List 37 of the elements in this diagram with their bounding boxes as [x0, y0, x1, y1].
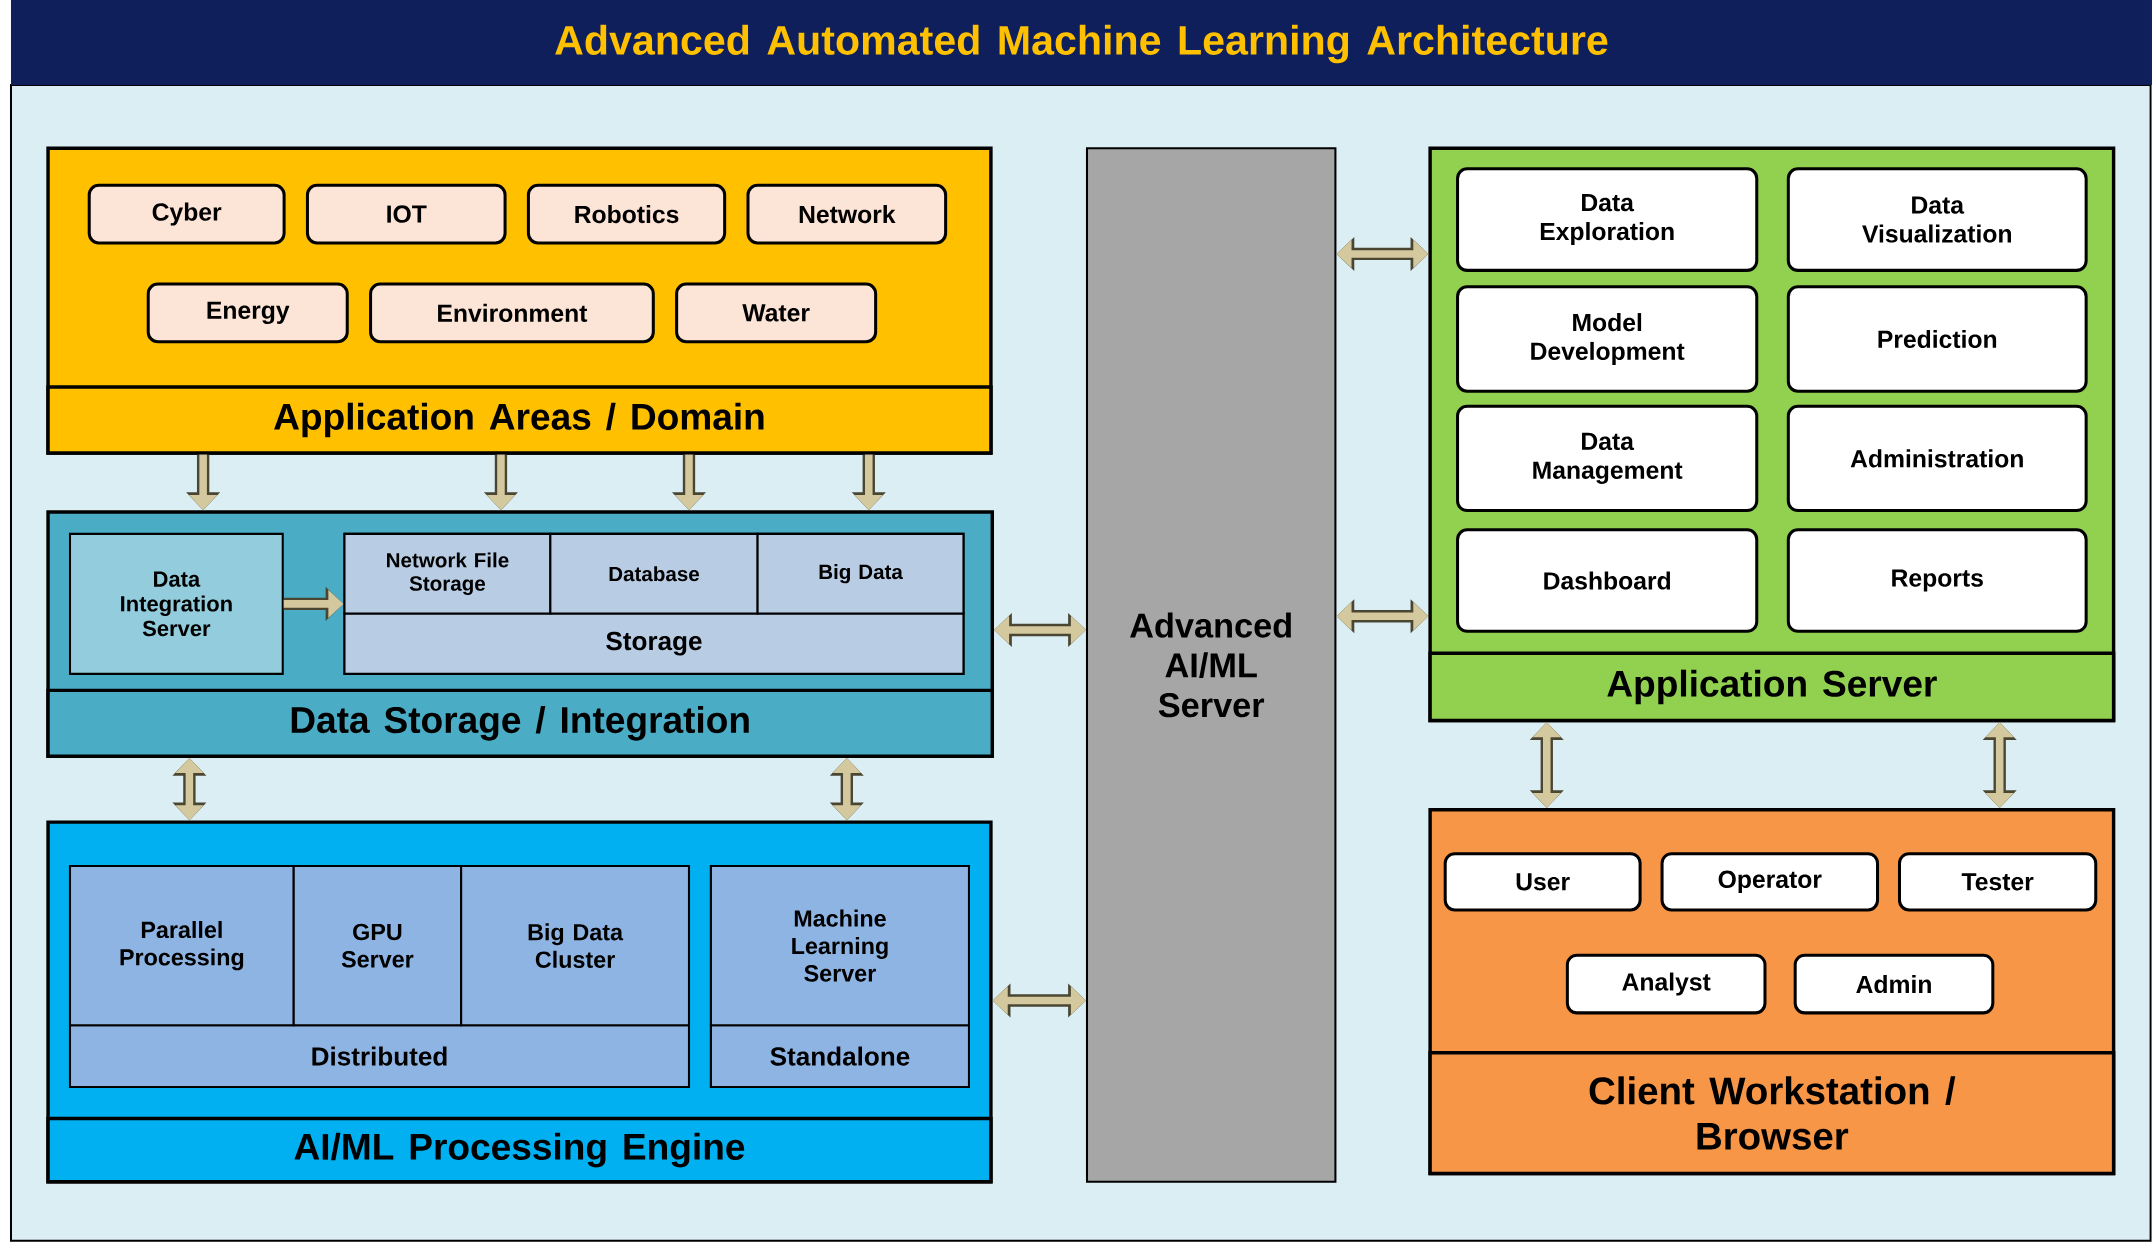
- label-band: Standalone: [709, 1024, 970, 1088]
- title-bar: Advanced Automated Machine Learning Architecture: [11, 0, 2152, 86]
- component-box: Database: [549, 532, 759, 615]
- chip-box: Dashboard: [1456, 528, 1759, 633]
- label-band: Data Storage / Integration: [46, 688, 994, 758]
- component-box: Big Data Cluster: [460, 864, 690, 1027]
- component-box: Network File Storage: [343, 532, 552, 615]
- chip-box: Network: [746, 183, 948, 245]
- chip-box: Water: [675, 282, 878, 344]
- chip-box: IOT: [305, 183, 507, 245]
- chip-box: Model Development: [1456, 285, 1759, 393]
- chip-box: Data Visualization: [1786, 167, 2088, 272]
- server-bar: Advanced AI/ML Server: [1085, 147, 1337, 1183]
- chip-box: Data Management: [1456, 404, 1759, 513]
- chip-box: Cyber: [87, 183, 286, 245]
- chip-box: Administration: [1786, 404, 2088, 513]
- chip-box: Tester: [1898, 852, 2098, 912]
- chip-box: Prediction: [1786, 285, 2088, 393]
- block-arrow: [994, 612, 1086, 647]
- chip-box: Energy: [146, 282, 349, 344]
- chip-box: Admin: [1793, 953, 1995, 1015]
- component-box: Data Integration Server: [68, 532, 284, 675]
- component-box: Parallel Processing: [68, 864, 295, 1027]
- chip-box: Analyst: [1565, 953, 1767, 1015]
- chip-box: Data Exploration: [1456, 167, 1759, 272]
- label-band: AI/ML Processing Engine: [46, 1116, 993, 1184]
- component-box: GPU Server: [292, 864, 463, 1027]
- label-band: Distributed: [68, 1024, 690, 1088]
- chip-box: Robotics: [526, 183, 727, 245]
- component-box: Big Data: [756, 532, 965, 615]
- chip-box: Environment: [369, 282, 655, 344]
- label-band: Application Server: [1428, 651, 2116, 723]
- label-band: Application Areas / Domain: [46, 385, 993, 455]
- chip-box: Reports: [1786, 528, 2088, 633]
- chip-box: Operator: [1660, 852, 1880, 912]
- chip-box: User: [1443, 852, 1642, 912]
- label-band: Client Workstation / Browser: [1428, 1050, 2116, 1176]
